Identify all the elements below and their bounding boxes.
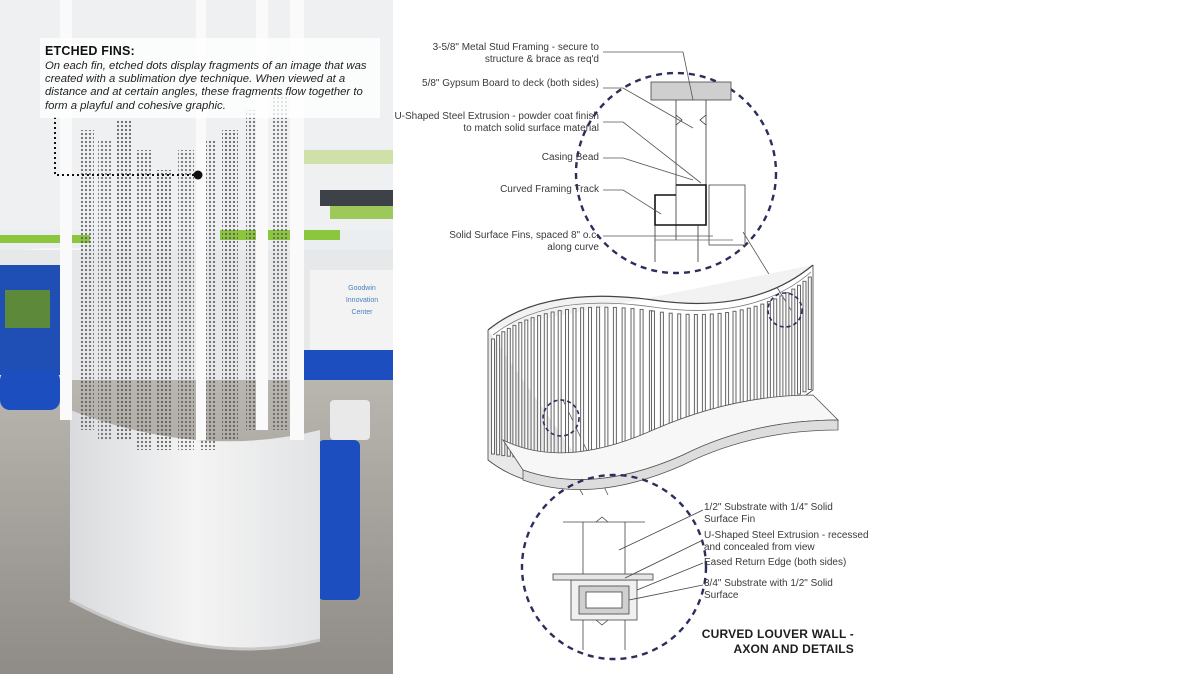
axon-fin (588, 306, 592, 457)
callout-curved-framing-track: Curved Framing Track (500, 184, 599, 195)
photo-illustration: Goodwin Innovation Center (0, 0, 393, 674)
svg-text:Center: Center (351, 309, 373, 316)
axon-fin (491, 338, 495, 455)
axon-fin (651, 310, 655, 450)
axon-fin (506, 327, 511, 457)
axon-fin (596, 306, 601, 456)
axon-fin (785, 292, 790, 400)
axon-detail-circle-top (767, 292, 803, 328)
axon-fin (760, 303, 765, 410)
bottom-detail-circle (520, 473, 708, 661)
drawing-title: CURVED LOUVER WALL - AXON AND DETAILS (694, 627, 854, 657)
callout-substrate-fin: 1/2" Substrate with 1/4" Solid Surface F… (704, 502, 833, 526)
drawing-title-line1: CURVED LOUVER WALL - (701, 627, 854, 641)
axon-fin (524, 319, 529, 459)
sign-text: Goodwin (348, 285, 376, 292)
callout-eased-return-edge: Eased Return Edge (both sides) (704, 557, 847, 568)
etched-fins (60, 0, 304, 450)
drawing-title-line2: AXON AND DETAILS (733, 642, 854, 656)
photo-caption: ETCHED FINS: On each fin, etched dots di… (45, 44, 375, 113)
caption-body: On each fin, etched dots display fragmen… (45, 60, 367, 112)
axon-fin (501, 331, 506, 457)
callout-gypsum-board: 5/8" Gypsum Board to deck (both sides) (422, 78, 599, 89)
axon-fin (791, 288, 796, 397)
callout-u-shaped-extrusion-top: U-Shaped Steel Extrusion - powder coat f… (394, 111, 599, 135)
axon-fin (537, 315, 542, 459)
axon-fin (739, 309, 744, 418)
axon-fin (746, 307, 751, 415)
axon-detail-circle-bottom (542, 399, 580, 437)
diagram-drawing (487, 51, 839, 661)
axon-fin (512, 324, 517, 458)
axon-fin (530, 317, 535, 459)
svg-text:Innovation: Innovation (346, 297, 378, 304)
axon-fin (753, 305, 758, 412)
axon-fin (550, 311, 555, 459)
axon-fin (797, 284, 801, 395)
axon-fin (518, 322, 523, 458)
axon-fin (807, 276, 812, 390)
axon-fin (779, 295, 784, 402)
interior-photo: Goodwin Innovation Center (0, 0, 393, 674)
callout-substrate-solid-surface: 3/4" Substrate with 1/2" Solid Surface (704, 578, 833, 602)
construction-diagram: 3-5/8" Metal Stud Framing - secure to st… (393, 0, 1200, 674)
axon-fin (621, 307, 626, 454)
axon-fin (773, 298, 778, 405)
callout-u-shaped-extrusion-bottom: U-Shaped Steel Extrusion - recessed and … (704, 530, 869, 554)
top-detail-circle (574, 71, 778, 275)
axon-fin (639, 309, 644, 451)
axon-fin (543, 313, 548, 459)
axon-fin (802, 280, 807, 393)
callout-solid-surface-fins: Solid Surface Fins, spaced 8" o.c. along… (449, 230, 599, 254)
axon-fin (604, 306, 609, 456)
axon-fin (580, 307, 585, 458)
axon-fin (496, 334, 501, 456)
axon-fin (612, 306, 617, 455)
axon-fin (630, 308, 635, 453)
callout-metal-stud-framing: 3-5/8" Metal Stud Framing - secure to st… (432, 42, 599, 66)
callout-casing-bead: Casing Bead (541, 152, 599, 163)
caption-title: ETCHED FINS: (45, 44, 135, 58)
axon-fin (572, 308, 577, 458)
